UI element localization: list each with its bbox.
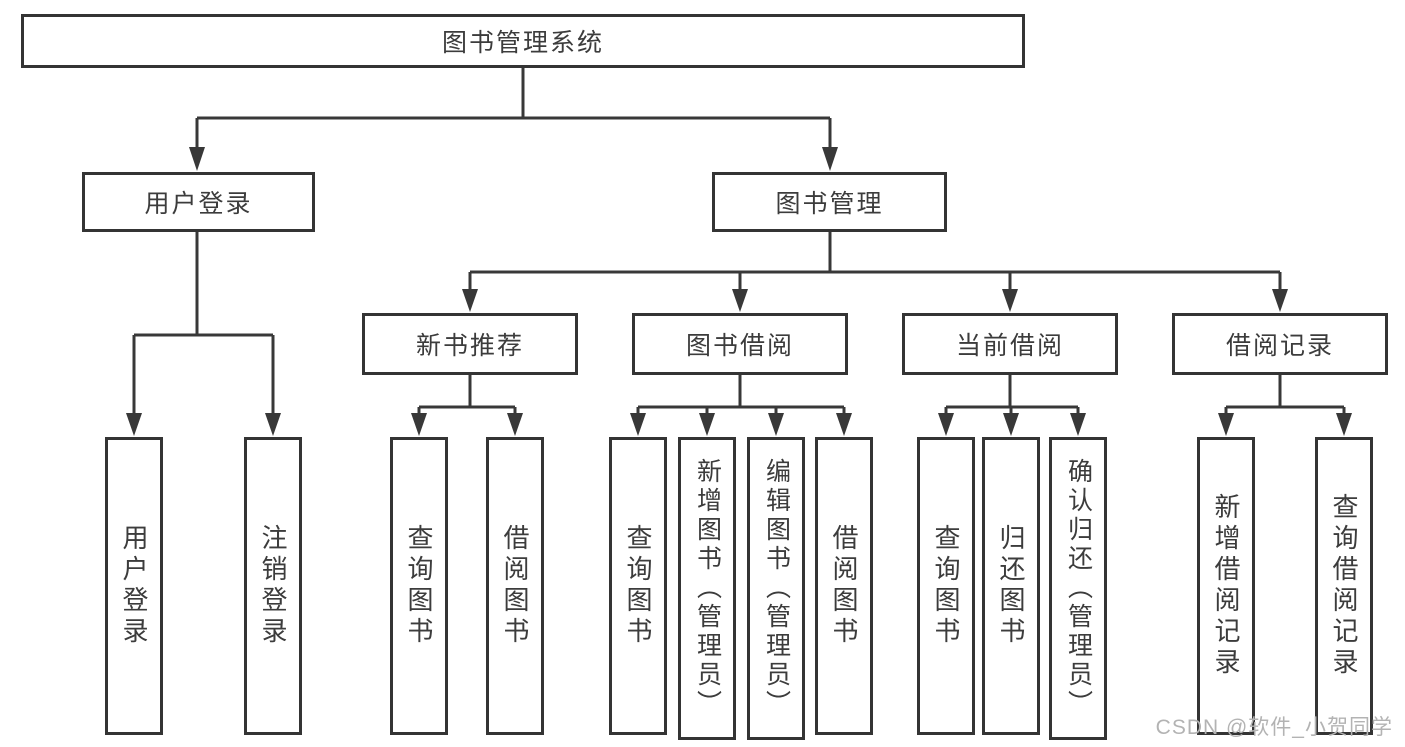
leaf-borrow-borrow-books-label: 借阅图书 (829, 524, 859, 648)
leaf-return-books: 归还图书 (982, 437, 1040, 735)
watermark: CSDN @软件_小贺同学 (1155, 716, 1393, 739)
leaf-query-borrow-record-label: 查询借阅记录 (1329, 493, 1359, 679)
leaf-return-books-label: 归还图书 (996, 524, 1026, 648)
leaf-add-books-admin-label: 新增图书（管理员） (693, 458, 722, 719)
node-user-login-label: 用户登录 (144, 190, 253, 218)
leaf-confirm-return-admin-label: 确认归还（管理员） (1064, 458, 1093, 719)
leaf-query-borrow-record: 查询借阅记录 (1315, 437, 1373, 735)
leaf-logout: 注销登录 (244, 437, 302, 735)
leaf-add-borrow-record: 新增借阅记录 (1197, 437, 1255, 735)
node-book-management-label: 图书管理 (775, 190, 884, 218)
node-current-borrowing-label: 当前借阅 (955, 332, 1064, 360)
node-book-management: 图书管理 (712, 172, 947, 232)
leaf-user-login: 用户登录 (105, 437, 163, 735)
leaf-borrow-query-books-label: 查询图书 (623, 524, 653, 648)
leaf-user-login-label: 用户登录 (119, 524, 149, 648)
node-current-borrowing: 当前借阅 (902, 313, 1118, 375)
leaf-newrec-query-books: 查询图书 (390, 437, 448, 735)
leaf-edit-books-admin: 编辑图书（管理员） (747, 437, 805, 740)
leaf-current-query-books-label: 查询图书 (931, 524, 961, 648)
leaf-newrec-borrow-books: 借阅图书 (486, 437, 544, 735)
leaf-edit-books-admin-label: 编辑图书（管理员） (762, 458, 791, 719)
leaf-current-query-books: 查询图书 (917, 437, 975, 735)
node-new-book-recommend: 新书推荐 (362, 313, 578, 375)
node-root-label: 图书管理系统 (441, 29, 604, 57)
node-book-borrowing-label: 图书借阅 (685, 332, 794, 360)
node-borrowing-records: 借阅记录 (1172, 313, 1388, 375)
leaf-borrow-query-books: 查询图书 (609, 437, 667, 735)
node-user-login: 用户登录 (82, 172, 315, 232)
leaf-newrec-query-books-label: 查询图书 (404, 524, 434, 648)
leaf-add-books-admin: 新增图书（管理员） (678, 437, 736, 740)
leaf-add-borrow-record-label: 新增借阅记录 (1211, 493, 1241, 679)
node-root: 图书管理系统 (21, 14, 1025, 68)
node-book-borrowing: 图书借阅 (632, 313, 848, 375)
leaf-confirm-return-admin: 确认归还（管理员） (1049, 437, 1107, 740)
leaf-borrow-borrow-books: 借阅图书 (815, 437, 873, 735)
leaf-newrec-borrow-books-label: 借阅图书 (500, 524, 530, 648)
node-new-book-recommend-label: 新书推荐 (415, 332, 524, 360)
leaf-logout-label: 注销登录 (258, 524, 288, 648)
node-borrowing-records-label: 借阅记录 (1225, 332, 1334, 360)
